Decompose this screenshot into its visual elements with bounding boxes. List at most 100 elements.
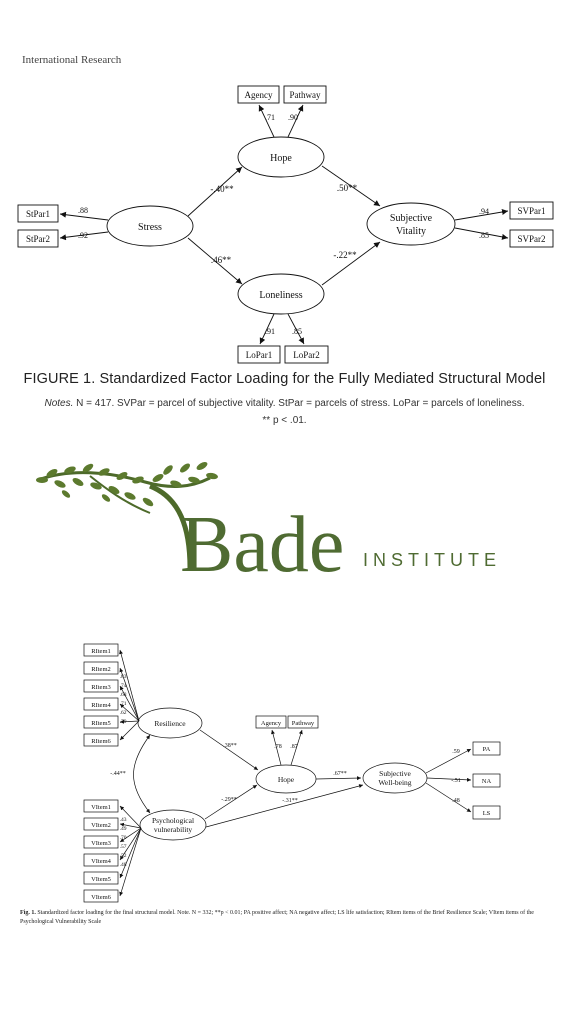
v-item-loading: .49 bbox=[120, 826, 127, 832]
path-loneliness-sv: -.22** bbox=[333, 250, 357, 260]
stpar1-loading: .88 bbox=[78, 206, 88, 215]
figure2-caption-label: Fig. 1. bbox=[20, 910, 36, 916]
figure1-caption-title: FIGURE 1. Standardized Factor Loading fo… bbox=[23, 371, 546, 387]
v-item-box bbox=[83, 853, 119, 867]
logo-word: Bade bbox=[180, 501, 344, 583]
figure1-caption-notes: Notes. N = 417. SVPar = parcel of subjec… bbox=[0, 398, 569, 409]
v-item-loading: .43 bbox=[120, 817, 127, 823]
r-item-loading: .79 bbox=[120, 719, 127, 725]
agency-box bbox=[237, 85, 280, 104]
swb-label-line2: Well-being bbox=[378, 778, 411, 787]
pv-label-line1: Psychological bbox=[152, 816, 194, 825]
figure1-caption-significance: ** p < .01. bbox=[262, 415, 307, 426]
v-item-label: VItem4 bbox=[91, 858, 112, 865]
pv-ellipse bbox=[139, 809, 207, 841]
v-item-label: VItem1 bbox=[91, 804, 111, 811]
sv-label-line1: Subjective bbox=[390, 213, 433, 224]
figure1-diagram: Hope Stress Subjective Vitality Loneline… bbox=[17, 85, 554, 364]
r-item-box bbox=[83, 733, 119, 747]
r-item-loading: .71 bbox=[120, 701, 127, 707]
agency2-label: Agency bbox=[261, 720, 282, 727]
stpar1-box bbox=[17, 204, 59, 223]
swb-label-line1: Subjective bbox=[379, 769, 411, 778]
lopar2-box bbox=[284, 345, 329, 364]
svpar2-loading: .85 bbox=[479, 231, 489, 240]
svpar1-loading: .94 bbox=[479, 207, 489, 216]
ls-box bbox=[472, 805, 501, 820]
path-pv-hope: -.29** bbox=[221, 797, 237, 803]
svpar2-box bbox=[509, 229, 554, 248]
v-item-loading: .70 bbox=[120, 835, 127, 841]
loneliness-ellipse bbox=[237, 273, 325, 315]
r-item-box bbox=[83, 661, 119, 675]
v-item-loading: .57 bbox=[120, 844, 127, 850]
sv-ellipse bbox=[366, 202, 456, 246]
path-res-hope: .38** bbox=[223, 743, 237, 749]
path-hope-swb: .67** bbox=[333, 771, 347, 777]
r-item-loading-arrow bbox=[119, 667, 140, 722]
r-item-label: RItem6 bbox=[91, 738, 111, 745]
notes-label: Notes. bbox=[44, 398, 74, 409]
v-item-loading-arrow bbox=[119, 827, 142, 843]
v-item-label: VItem2 bbox=[91, 822, 111, 829]
figure2-caption-text: Standardized factor loading for the fina… bbox=[20, 910, 534, 925]
logo-suffix: INSTITUTE bbox=[363, 550, 501, 570]
v-item-box bbox=[83, 835, 119, 849]
v-item-loading-arrow bbox=[119, 827, 142, 879]
svpar2-label: SVPar2 bbox=[517, 234, 545, 244]
r-item-loading-arrow bbox=[119, 685, 140, 722]
v-item-loading-arrow bbox=[119, 827, 142, 897]
v-item-label: VItem3 bbox=[91, 840, 111, 847]
stpar2-loading: .92 bbox=[78, 231, 88, 240]
r-item-loading: .62 bbox=[120, 710, 127, 716]
agency2-box bbox=[255, 715, 287, 729]
pa-box bbox=[472, 741, 501, 756]
pv-label-line2: vulnerability bbox=[154, 825, 193, 834]
pathway-label: Pathway bbox=[290, 90, 321, 100]
r-item-box bbox=[83, 697, 119, 711]
v-item-loading: .52 bbox=[120, 853, 127, 859]
path-res-pv: -.44** bbox=[110, 771, 126, 777]
r-item-loading: .68 bbox=[120, 692, 127, 698]
journal-header: International Research bbox=[22, 54, 122, 66]
r-item-box bbox=[83, 643, 119, 657]
ls-label: LS bbox=[483, 810, 491, 817]
path-stress-loneliness: .46** bbox=[211, 255, 232, 265]
lopar1-loading: .91 bbox=[265, 327, 275, 336]
na-box bbox=[472, 773, 501, 788]
pathway2-label: Pathway bbox=[292, 720, 315, 727]
agency-loading: .71 bbox=[265, 113, 275, 122]
v-item-box bbox=[83, 817, 119, 831]
stpar2-label: StPar2 bbox=[26, 234, 50, 244]
r-item-loading-arrow bbox=[119, 719, 140, 724]
stpar2-box bbox=[17, 229, 59, 248]
hope-label: Hope bbox=[270, 153, 292, 164]
v-item-box bbox=[83, 889, 119, 903]
r-item-group: RItem1.83RItem2.74RItem3.68RItem4.71RIte… bbox=[83, 643, 140, 747]
r-item-loading-arrow bbox=[119, 720, 140, 741]
r-item-box bbox=[83, 679, 119, 693]
pathway-loading: .90 bbox=[288, 113, 298, 122]
resilience-label: Resilience bbox=[154, 719, 186, 728]
agency-label: Agency bbox=[245, 90, 273, 100]
ls-loading: .48 bbox=[452, 798, 460, 804]
tree-leaf-icon bbox=[36, 462, 218, 569]
hope2-label: Hope bbox=[278, 775, 295, 784]
svpar1-box bbox=[509, 201, 554, 220]
na-label: NA bbox=[482, 778, 492, 785]
path-hope-sv: .50** bbox=[337, 183, 358, 193]
pathway2-box bbox=[287, 715, 319, 729]
v-item-label: VItem5 bbox=[91, 876, 111, 883]
r-item-loading-arrow bbox=[119, 649, 140, 722]
lopar1-box bbox=[237, 345, 281, 364]
lopar2-label: LoPar2 bbox=[293, 350, 320, 360]
na-loading: -.51 bbox=[451, 778, 461, 784]
stress-label: Stress bbox=[138, 222, 162, 233]
stpar1-label: StPar1 bbox=[26, 209, 50, 219]
lopar1-label: LoPar1 bbox=[246, 350, 273, 360]
pathway2-loading: .87 bbox=[290, 744, 298, 750]
v-item-loading-arrow bbox=[119, 805, 142, 829]
hope-ellipse bbox=[237, 136, 325, 178]
r-item-label: RItem1 bbox=[91, 648, 111, 655]
